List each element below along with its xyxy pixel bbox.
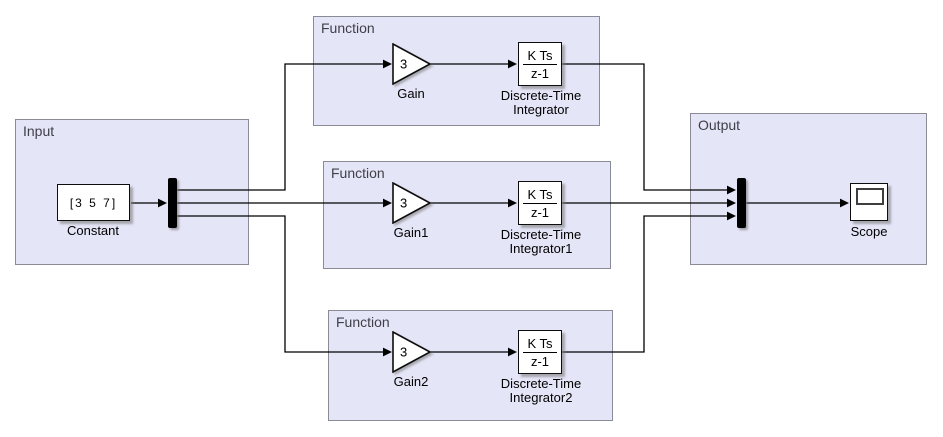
wire-integrator-to-mux[interactable] — [562, 63, 736, 195]
gain2-block[interactable]: 3 — [392, 330, 432, 374]
gain1-block[interactable]: 3 — [392, 181, 432, 225]
area-function-bottom-label: Function — [336, 314, 390, 330]
integrator1-label: Discrete-Time Integrator1 — [500, 227, 582, 256]
integrator-numerator: K Ts — [523, 48, 557, 65]
discrete-time-integrator-block[interactable]: K Ts z-1 — [518, 42, 562, 86]
area-function-bottom[interactable]: Function — [328, 310, 613, 421]
integrator2-numerator: K Ts — [523, 336, 557, 353]
discrete-time-integrator2-block[interactable]: K Ts z-1 — [518, 330, 562, 374]
integrator1-numerator: K Ts — [523, 187, 557, 204]
gain1-label: Gain1 — [393, 225, 429, 240]
mux-block[interactable] — [737, 178, 746, 228]
scope-block[interactable] — [850, 183, 888, 221]
wire-gain1-to-integrator1[interactable] — [430, 198, 517, 208]
area-output-label: Output — [698, 117, 741, 133]
gain-block[interactable]: 3 — [392, 42, 432, 86]
wire-mux-to-scope[interactable] — [746, 198, 849, 208]
area-function-middle[interactable]: Function — [323, 161, 611, 269]
gain1-value: 3 — [400, 195, 408, 211]
discrete-time-integrator1-block[interactable]: K Ts z-1 — [518, 181, 562, 225]
demux-block[interactable] — [168, 178, 177, 228]
gain-triangle-icon — [392, 330, 432, 374]
integrator-label: Discrete-Time Integrator — [500, 88, 582, 117]
gain-label: Gain — [397, 86, 425, 101]
wire-demux-to-gain2[interactable] — [177, 215, 392, 357]
integrator2-denominator: z-1 — [530, 353, 550, 369]
integrator-denominator: z-1 — [530, 65, 550, 81]
gain-value: 3 — [400, 56, 408, 72]
gain-triangle-icon — [392, 181, 432, 225]
wire-integrator2-to-mux[interactable] — [562, 211, 736, 353]
constant-value: [3 5 7] — [69, 195, 118, 210]
scope-label: Scope — [850, 224, 888, 239]
constant-block[interactable]: [3 5 7] — [57, 184, 130, 221]
integrator1-denominator: z-1 — [530, 204, 550, 220]
gain2-label: Gain2 — [393, 374, 429, 389]
area-function-top-label: Function — [321, 20, 375, 36]
area-function-middle-label: Function — [331, 165, 385, 181]
wire-constant-to-demux[interactable] — [131, 198, 167, 208]
gain-triangle-icon — [392, 42, 432, 86]
wire-gain-to-integrator[interactable] — [430, 59, 517, 69]
wire-gain2-to-integrator2[interactable] — [430, 347, 517, 357]
integrator2-label: Discrete-Time Integrator2 — [500, 376, 582, 405]
area-input-label: Input — [23, 123, 55, 139]
gain2-value: 3 — [400, 344, 408, 360]
area-input[interactable]: Input — [15, 119, 249, 265]
constant-label: Constant — [66, 223, 120, 238]
wire-demux-to-gain1[interactable] — [177, 198, 392, 208]
wire-demux-to-gain[interactable] — [177, 59, 392, 191]
scope-screen-icon — [856, 188, 884, 205]
wire-integrator1-to-mux[interactable] — [562, 198, 736, 208]
